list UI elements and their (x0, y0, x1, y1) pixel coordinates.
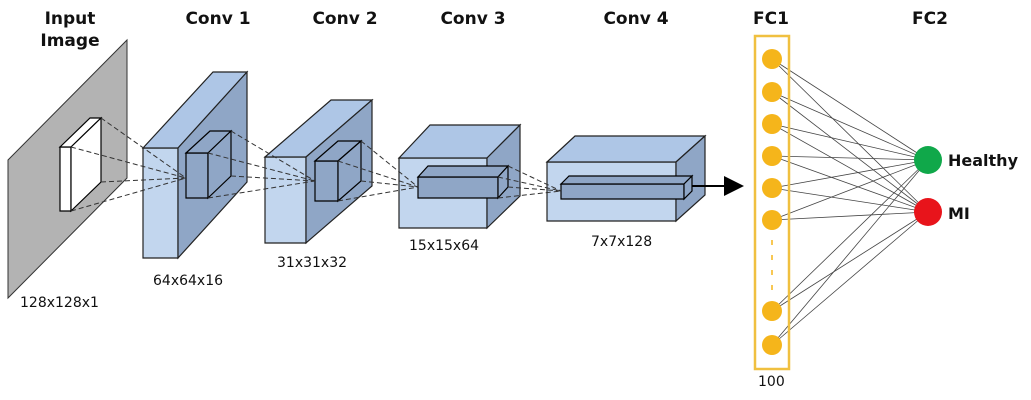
fc-connection-line (771, 155, 929, 161)
fc-connection-line (771, 211, 929, 346)
fc1-title: FC1 (753, 9, 789, 29)
conv4-dim-label: 7x7x128 (591, 234, 652, 250)
fc1-dim-label: 100 (758, 374, 785, 390)
fc1-node (762, 178, 782, 198)
fc1-node (762, 335, 782, 355)
fc-connection-line (771, 159, 929, 312)
conv3-title: Conv 3 (440, 9, 505, 29)
fc-connection-line (771, 211, 929, 221)
output-node-healthy (914, 146, 942, 174)
conv2-dim-label: 31x31x32 (277, 255, 347, 271)
fc-connections (771, 58, 929, 346)
fc-connection-line (771, 155, 929, 213)
conv2-kernel (313, 139, 363, 203)
fc-connection-line (771, 211, 929, 312)
fc2-title: FC2 (912, 9, 948, 29)
fc1-node (762, 49, 782, 69)
fc1-nodes (762, 49, 782, 355)
input-dim-label: 128x128x1 (20, 295, 99, 311)
input-image-title-line2: Image (40, 31, 99, 51)
fc-connection-line (771, 58, 929, 213)
fc1-node (762, 146, 782, 166)
conv1-title: Conv 1 (185, 9, 250, 29)
fc1-node (762, 210, 782, 230)
fc1-node (762, 114, 782, 134)
conv3-dim-label: 15x15x64 (409, 238, 479, 254)
fc-connection-line (771, 91, 929, 213)
fc-connection-line (771, 159, 929, 221)
fc-connection-line (771, 123, 929, 213)
conv2-title: Conv 2 (312, 9, 377, 29)
input-image-title-line1: Input (45, 9, 96, 29)
input-kernel (58, 116, 103, 213)
conv3-kernel (416, 164, 510, 200)
fc-connection-line (771, 159, 929, 346)
conv4-title: Conv 4 (603, 9, 668, 29)
fc1-node (762, 82, 782, 102)
conv4-kernel (559, 174, 694, 201)
conv1-dim-label: 64x64x16 (153, 273, 223, 289)
fc-connection-line (771, 91, 929, 161)
fc1-layer-box (753, 34, 791, 371)
fc-connection-line (771, 58, 929, 161)
projection-lines (70, 117, 562, 212)
fc-connection-line (771, 187, 929, 213)
output-node-mi (914, 198, 942, 226)
output-label-mi: MI (948, 204, 970, 223)
fc1-node (762, 301, 782, 321)
fc-connection-line (771, 123, 929, 161)
fc-connection-line (771, 159, 929, 189)
output-label-healthy: Healthy (948, 151, 1019, 170)
conv1-block (141, 70, 249, 260)
